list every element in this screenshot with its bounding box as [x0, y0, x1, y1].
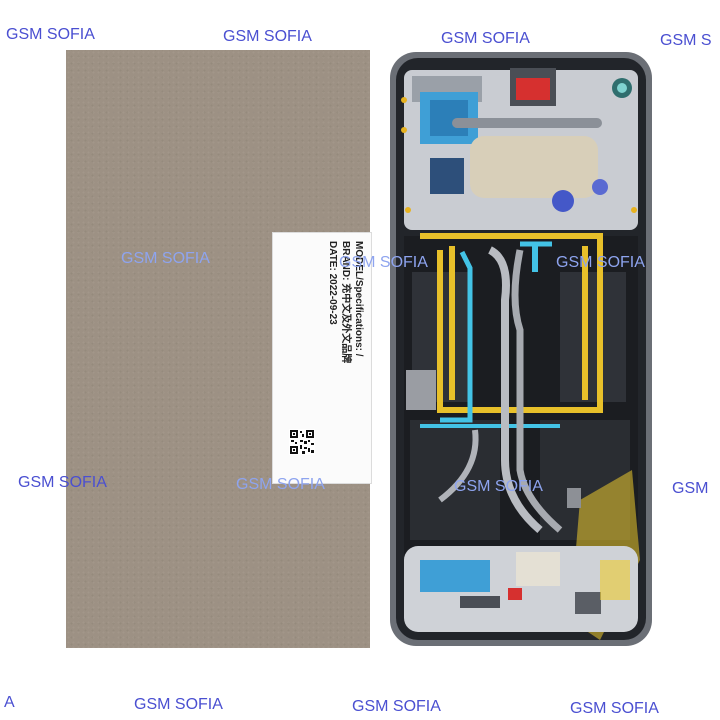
- watermark: GSM S: [660, 32, 712, 49]
- red-connector: [516, 78, 550, 100]
- watermark: GSM SOFIA: [441, 30, 530, 47]
- usb-port-shield: [516, 552, 560, 586]
- qr-sticker-small: [406, 370, 436, 410]
- watermark: GSM: [672, 480, 709, 497]
- watermark: GSM SOFIA: [339, 254, 428, 271]
- watermark: GSM SOFIA: [352, 698, 441, 715]
- watermark: GSM SOFIA: [236, 476, 325, 493]
- blue-connector-bottom: [420, 560, 490, 592]
- watermark: GSM SOFIA: [570, 700, 659, 717]
- watermark: GSM SOFIA: [556, 254, 645, 271]
- cyan-flex-cable: [440, 250, 473, 423]
- watermark: GSM SOFIA: [18, 474, 107, 491]
- qr-code-icon: [289, 429, 315, 455]
- yellow-flex-cable: [420, 233, 603, 413]
- watermark: GSM SOFIA: [6, 26, 95, 43]
- screw-icon: [552, 190, 574, 212]
- watermark: GSM SOFIA: [454, 478, 543, 495]
- watermark: A: [4, 694, 15, 711]
- watermark: GSM SOFIA: [121, 250, 210, 267]
- main-flex-ribbon: [487, 246, 543, 534]
- watermark: GSM SOFIA: [134, 696, 223, 713]
- gold-shield-plate: [470, 136, 598, 198]
- watermark: GSM SOFIA: [223, 28, 312, 45]
- product-label-sticker: MODEL/Specifications: / BRAND: 充中文及外文品牌 …: [272, 232, 372, 484]
